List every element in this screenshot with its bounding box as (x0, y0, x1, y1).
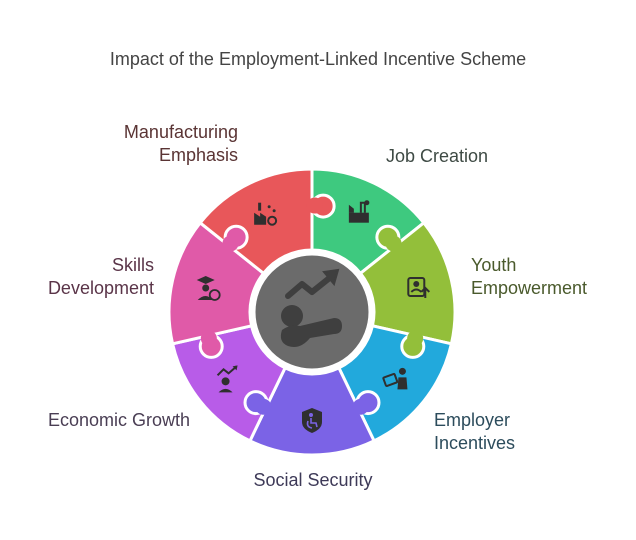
graduate-money-icon (196, 275, 221, 301)
puzzle-knob-join (200, 330, 217, 347)
puzzle-knob-join (306, 197, 323, 214)
id-badge-up-arrow-icon (407, 276, 430, 298)
label-employer-incentives: Employer Incentives (434, 410, 516, 453)
accessibility-shield-icon (302, 408, 322, 433)
puzzle-knob-join (407, 330, 424, 347)
label-youth-empowerment: Youth Empowerment (471, 255, 588, 298)
puzzle-knob-join (222, 235, 239, 252)
factory-gear-icon (254, 202, 278, 226)
diagram-title: Impact of the Employment-Linked Incentiv… (109, 49, 527, 69)
label-economic-growth: Economic Growth (47, 410, 190, 430)
person-trend-up-icon (280, 268, 342, 347)
factory-icon (348, 200, 370, 223)
puzzle-knob-join (385, 235, 402, 252)
label-social-security: Social Security (253, 470, 373, 490)
money-person-icon (382, 367, 408, 390)
label-manufacturing-emphasis: Manufacturing Emphasis (123, 122, 238, 165)
center-circle (252, 252, 372, 372)
puzzle-knob-join (255, 398, 272, 415)
label-skills-development: Skills Development (47, 255, 154, 298)
person-growth-icon (216, 365, 238, 393)
label-job-creation: Job Creation (386, 146, 489, 166)
puzzle-knob-join (352, 398, 369, 415)
